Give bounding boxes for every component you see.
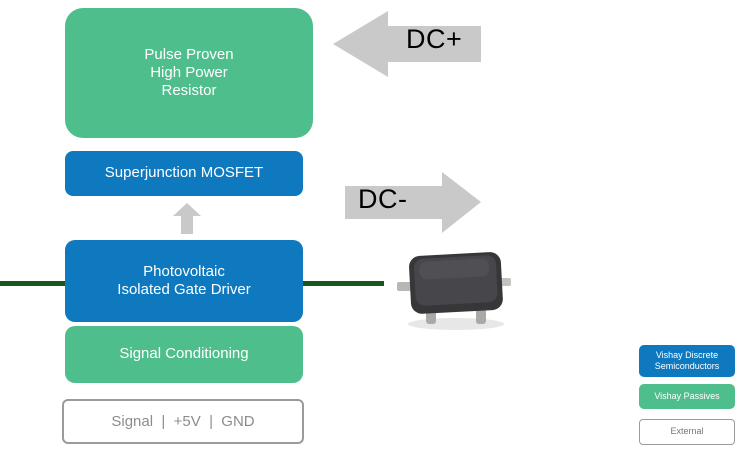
dc-plus-arrow-icon — [333, 11, 481, 77]
legend-item-vishay-passives: Vishay Passives — [639, 384, 735, 409]
block-label-resistor: Pulse Proven High Power Resistor — [144, 45, 234, 100]
up-arrow-icon — [173, 203, 201, 234]
block-label-signal-conditioning: Signal Conditioning — [119, 345, 249, 363]
block-pulse-proven-high-power-resistor: Pulse Proven High Power Resistor — [65, 8, 313, 138]
optocoupler-chip-image — [397, 252, 511, 330]
dc-plus-label: DC+ — [406, 24, 463, 54]
block-photovoltaic-isolated-gate-driver: Photovoltaic Isolated Gate Driver — [65, 240, 303, 322]
block-signal-conditioning: Signal Conditioning — [65, 326, 303, 383]
block-label-gate-driver: Photovoltaic Isolated Gate Driver — [117, 262, 251, 298]
dc-minus-label: DC- — [358, 184, 408, 214]
block-label-signal-io: Signal | +5V | GND — [111, 413, 255, 430]
dc-minus-arrow-icon — [345, 172, 481, 233]
block-signal-io: Signal | +5V | GND — [62, 399, 304, 444]
legend-item-vishay-discrete-semiconductors: Vishay Discrete Semiconductors — [639, 345, 735, 377]
legend-label-external: External — [670, 426, 704, 437]
legend-item-external: External — [639, 419, 735, 445]
block-superjunction-mosfet: Superjunction MOSFET — [65, 151, 303, 196]
legend-label-vishay-passives: Vishay Passives — [654, 390, 720, 401]
block-label-mosfet: Superjunction MOSFET — [104, 164, 264, 182]
legend-label-vishay-discrete: Vishay Discrete Semiconductors — [654, 349, 720, 371]
